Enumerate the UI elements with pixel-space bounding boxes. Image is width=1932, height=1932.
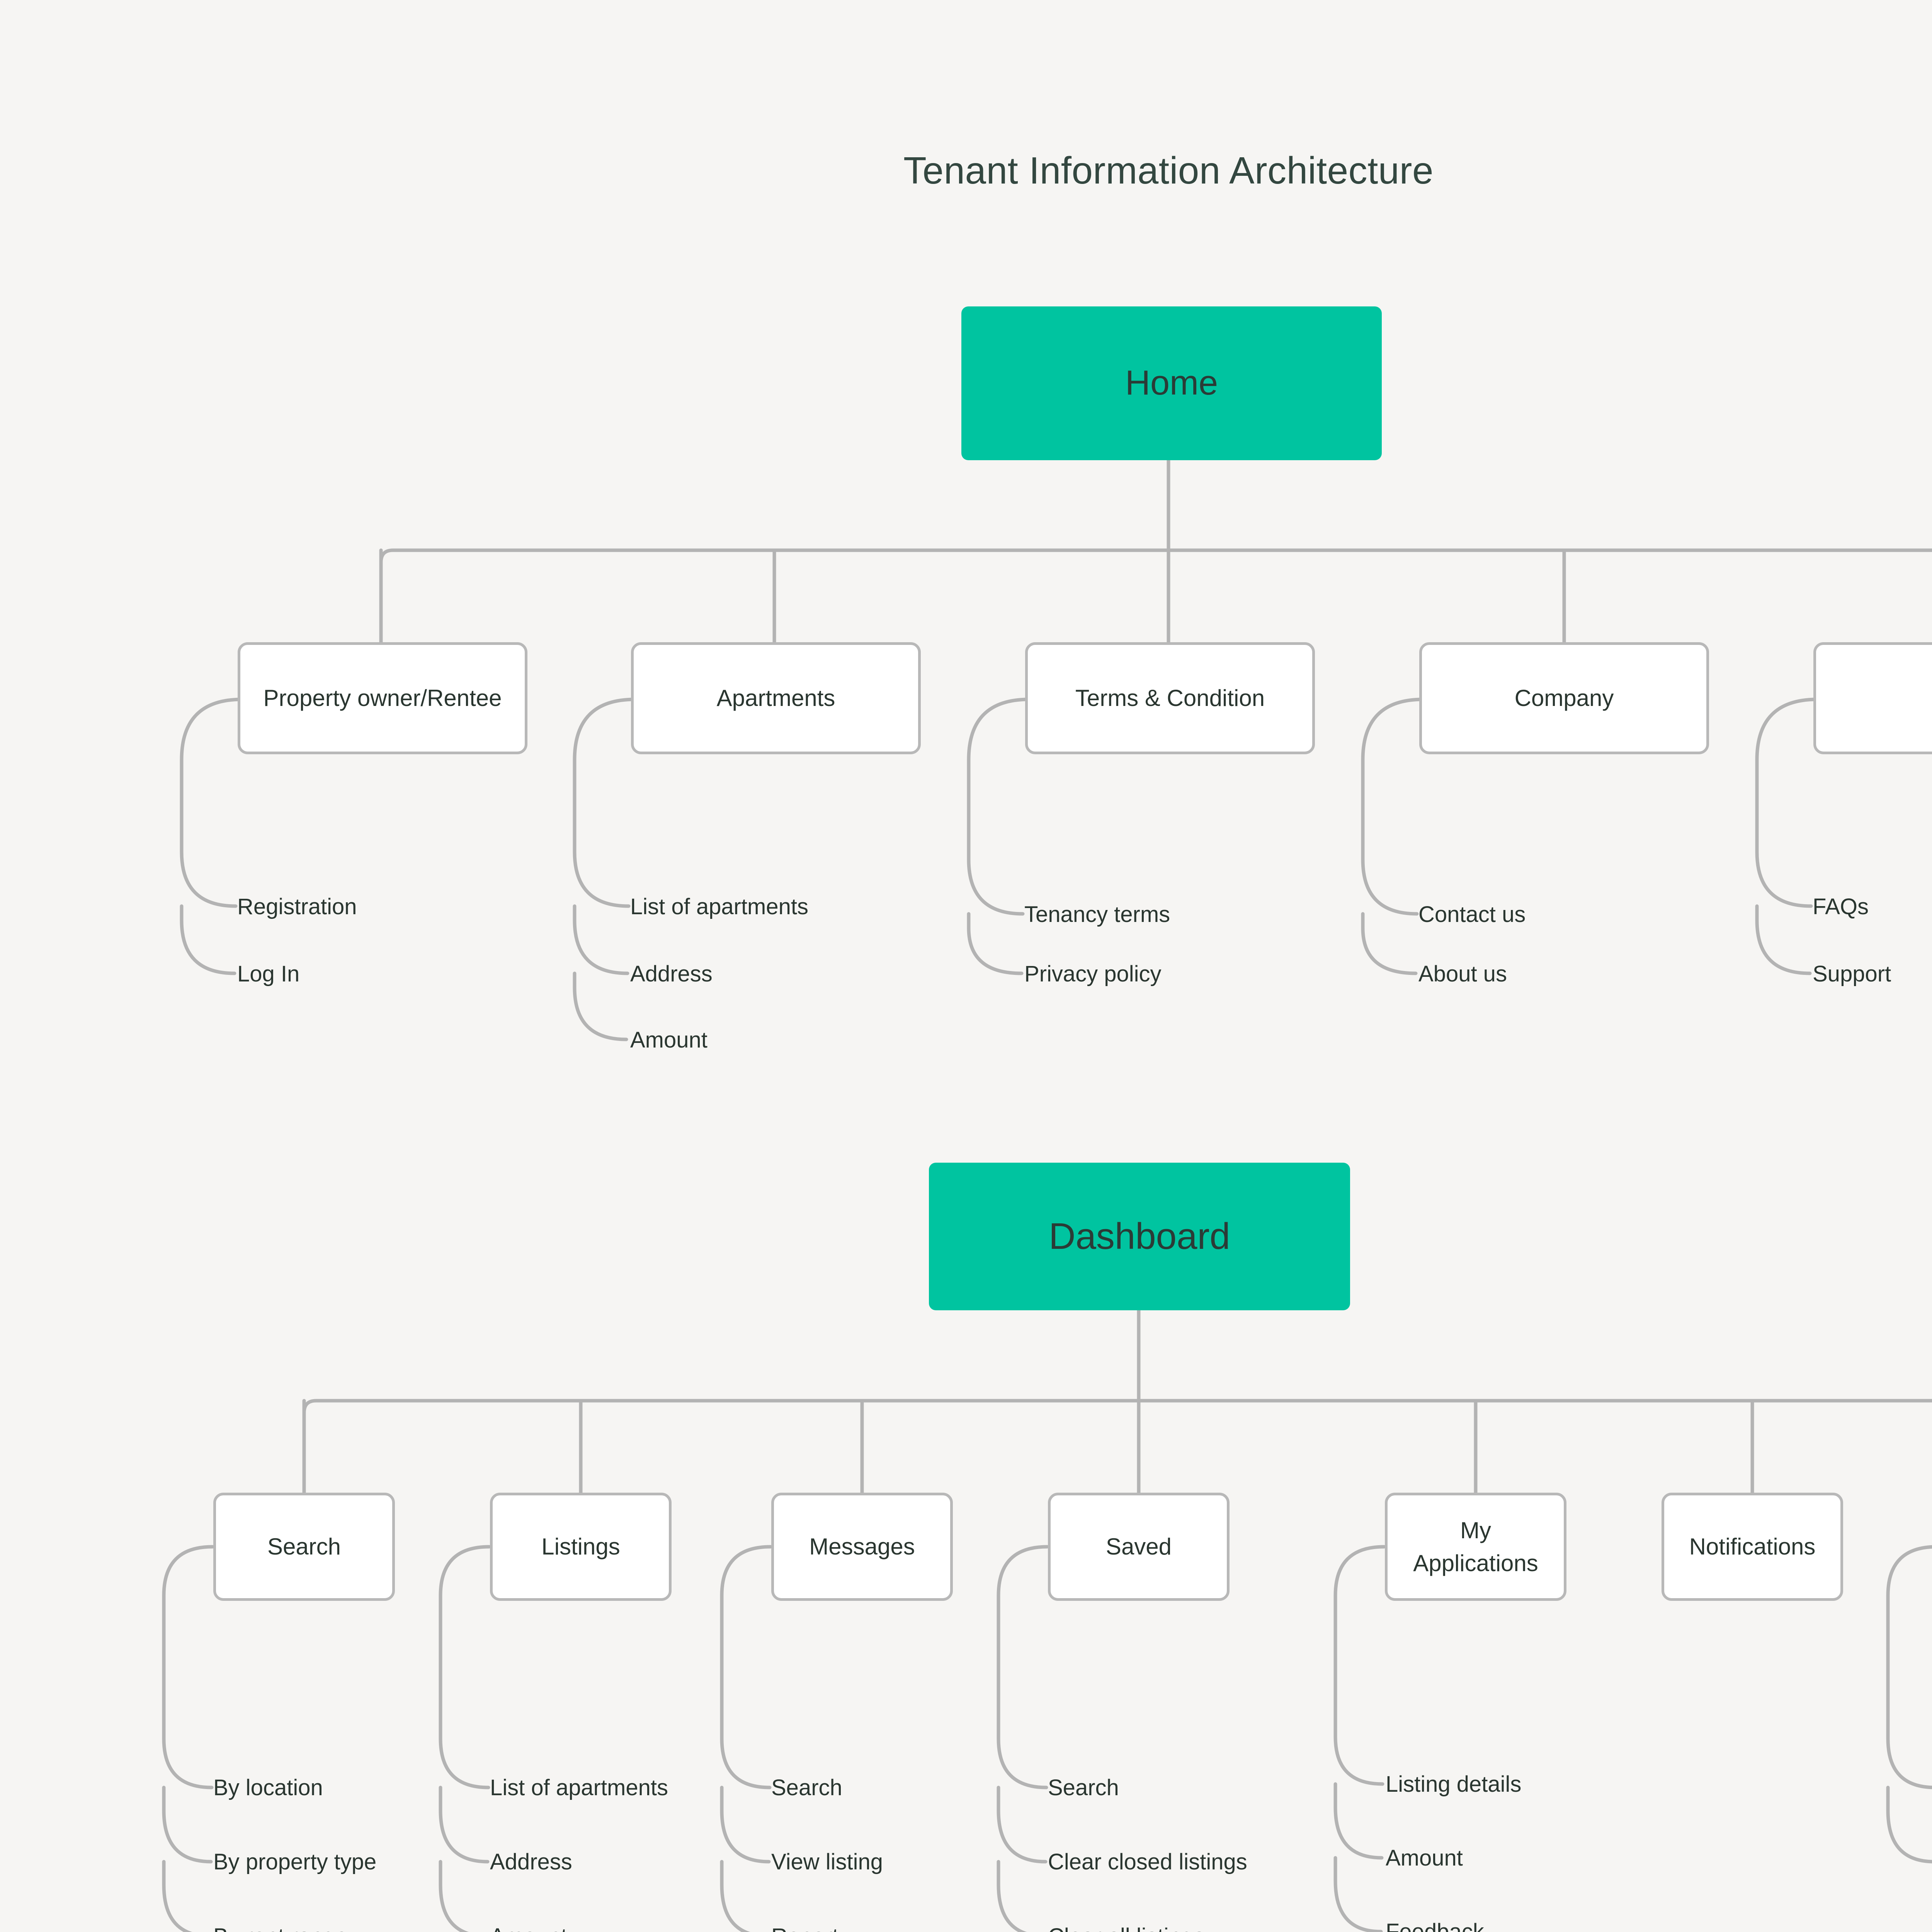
root-node-home[interactable]: Home xyxy=(961,306,1382,460)
leaf-messages-search[interactable]: Search xyxy=(771,1775,842,1800)
leaf-listings-list-of-apartments[interactable]: List of apartments xyxy=(490,1775,668,1800)
leaf-applications-amount[interactable]: Amount xyxy=(1386,1845,1463,1871)
branch-node-notifications[interactable]: Notifications xyxy=(1662,1493,1843,1601)
leaf-saved-clear-closed-listings[interactable]: Clear closed listings xyxy=(1048,1849,1247,1874)
leaf-by-rent-range[interactable]: By rent range xyxy=(213,1925,348,1932)
leaf-listings-address[interactable]: Address xyxy=(490,1849,572,1874)
branch-node-messages[interactable]: Messages xyxy=(771,1493,953,1601)
leaf-saved-search[interactable]: Search xyxy=(1048,1775,1119,1800)
leaf-listings-amount[interactable]: Amount xyxy=(490,1925,567,1932)
leaf-registration[interactable]: Registration xyxy=(237,894,357,919)
branch-node-company[interactable]: Company xyxy=(1419,642,1709,754)
leaf-applications-feedback[interactable]: Feedback xyxy=(1386,1919,1484,1932)
branch-node-listings[interactable]: Listings xyxy=(490,1493,672,1601)
branch-node-help[interactable]: Help xyxy=(1813,642,1932,754)
branch-node-property-owner-rentee[interactable]: Property owner/Rentee xyxy=(238,642,527,754)
leaf-listing-details[interactable]: Listing details xyxy=(1386,1772,1522,1797)
leaf-by-location[interactable]: By location xyxy=(213,1775,323,1800)
leaf-support[interactable]: Support xyxy=(1813,961,1891,986)
leaf-list-of-apartments[interactable]: List of apartments xyxy=(630,894,808,919)
leaf-faqs[interactable]: FAQs xyxy=(1813,894,1869,919)
leaf-amount[interactable]: Amount xyxy=(630,1027,707,1053)
branch-node-apartments[interactable]: Apartments xyxy=(631,642,921,754)
leaf-messages-view-listing[interactable]: View listing xyxy=(771,1849,883,1874)
leaf-contact-us[interactable]: Contact us xyxy=(1418,902,1526,927)
page-title: Tenant Information Architecture xyxy=(903,149,1434,192)
root-node-dashboard[interactable]: Dashboard xyxy=(929,1163,1350,1310)
branch-node-my-applications[interactable]: My Applications xyxy=(1385,1493,1566,1601)
leaf-privacy-policy[interactable]: Privacy policy xyxy=(1024,961,1162,986)
branch-node-saved[interactable]: Saved xyxy=(1048,1493,1230,1601)
leaf-tenancy-terms[interactable]: Tenancy terms xyxy=(1024,902,1170,927)
leaf-by-property-type[interactable]: By property type xyxy=(213,1849,377,1874)
branch-node-search[interactable]: Search xyxy=(213,1493,395,1601)
leaf-address[interactable]: Address xyxy=(630,961,713,986)
leaf-saved-clear-all-listings[interactable]: Clear all listings xyxy=(1048,1925,1205,1932)
leaf-messages-report[interactable]: Report xyxy=(771,1925,838,1932)
leaf-log-in[interactable]: Log In xyxy=(237,961,300,986)
leaf-about-us[interactable]: About us xyxy=(1418,961,1507,986)
branch-node-terms-condition[interactable]: Terms & Condition xyxy=(1025,642,1315,754)
